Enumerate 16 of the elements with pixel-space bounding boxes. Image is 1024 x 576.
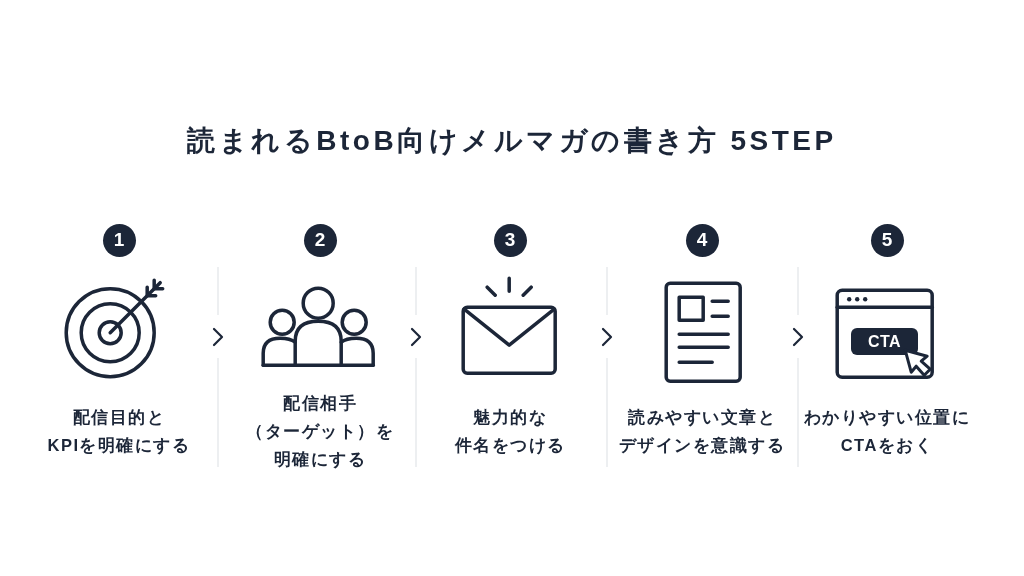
number-badge: 5 bbox=[870, 223, 904, 257]
chevron-arrow bbox=[410, 327, 422, 347]
step-description: 配信相手（ターゲット）を明確にする bbox=[246, 393, 394, 471]
chevron-arrow bbox=[601, 327, 613, 347]
chevron-arrow bbox=[212, 327, 224, 347]
step-description: 読みやすい文章とデザインを意識する bbox=[618, 407, 786, 457]
title: 読まれるBtoB向けメルマガの書き方 5STEP bbox=[187, 124, 837, 158]
step-description: わかりやすい位置にCTAをおく bbox=[803, 407, 971, 456]
number-badge: 3 bbox=[493, 223, 527, 257]
number-badge: 1 bbox=[102, 223, 136, 257]
number-badge: 4 bbox=[685, 223, 719, 257]
cta-button: CTA bbox=[851, 328, 918, 355]
number-badge: 2 bbox=[303, 223, 337, 257]
step-description: 魅力的な件名をつける bbox=[454, 407, 566, 457]
chevron-arrow bbox=[792, 327, 804, 347]
step-description: 配信目的とKPIを明確にする bbox=[47, 407, 191, 457]
